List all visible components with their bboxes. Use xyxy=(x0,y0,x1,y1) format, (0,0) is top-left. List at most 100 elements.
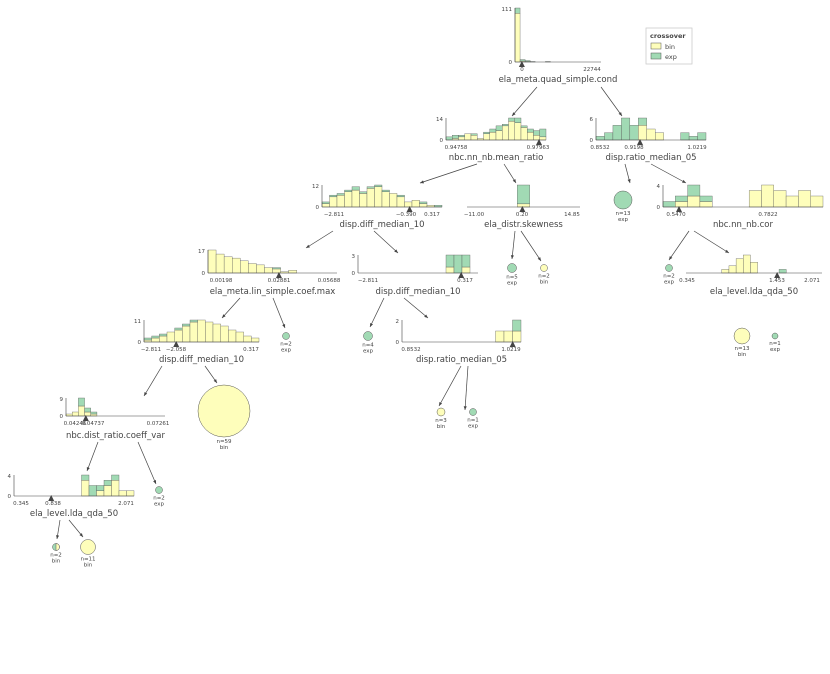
hist-bar-bin xyxy=(728,265,737,274)
leaf-count: n=2 xyxy=(50,553,62,559)
leaf-circle xyxy=(665,264,673,272)
tree-edge xyxy=(403,297,429,319)
hist-bar-exp xyxy=(595,136,605,141)
leaf-count: n=2 xyxy=(280,342,292,348)
hist-bar-bin xyxy=(389,193,398,208)
leaf-count: n=5 xyxy=(506,275,518,281)
hist-bar-bin xyxy=(223,256,233,274)
hist-bar-bin xyxy=(675,201,688,208)
y-tick-zero: 0 xyxy=(352,271,356,277)
hist-bar-bin xyxy=(721,269,730,274)
leaf-circle xyxy=(771,332,779,340)
leaf-count: n=4 xyxy=(362,343,374,349)
hist-bar-bin xyxy=(735,258,744,274)
hist-bar-bin xyxy=(687,195,701,208)
edge-arrowhead xyxy=(725,249,729,253)
x-tick-label: 0.97963 xyxy=(527,145,550,151)
hist-bar-bin xyxy=(207,249,217,274)
x-tick-label: 0.8532 xyxy=(590,145,609,151)
edge-arrowhead xyxy=(439,402,443,406)
leaf-circle xyxy=(540,264,548,272)
leaf-class: exp xyxy=(468,424,479,430)
hist-bar-bin xyxy=(750,262,758,274)
leaf-class: bin xyxy=(220,445,229,451)
hist-bar-bin xyxy=(288,270,297,274)
hist-bar-exp xyxy=(151,335,160,339)
hist-bar-exp xyxy=(778,269,787,274)
tree-edge xyxy=(511,86,538,117)
hist-bar-bin xyxy=(502,125,509,141)
hist-bar-bin xyxy=(235,331,244,343)
hist-bar-exp xyxy=(445,136,453,141)
split-marker xyxy=(774,272,781,278)
legend-label-bin: bin xyxy=(665,43,675,51)
hist-bar-exp xyxy=(470,133,478,136)
hist-bar-bin xyxy=(251,337,260,343)
x-tick-label: 1.0219 xyxy=(501,347,521,353)
x-tick-label: 22744 xyxy=(583,67,601,73)
y-tick-max: 6 xyxy=(590,117,594,123)
split-marker xyxy=(458,272,465,278)
hist-bar-exp xyxy=(329,194,338,198)
leaf-count: n=2 xyxy=(663,274,675,280)
x-tick-label: 2.071 xyxy=(804,278,820,284)
y-tick-zero: 0 xyxy=(8,494,12,500)
hist-bar-exp xyxy=(445,254,455,268)
hist-bar-bin xyxy=(512,330,522,343)
legend-swatch-exp xyxy=(650,52,662,60)
edge-arrowhead xyxy=(282,324,286,328)
x-tick-label: 2.071 xyxy=(118,501,134,507)
hist-bar-exp xyxy=(396,194,405,198)
tree-edge xyxy=(221,297,241,319)
hist-bar-exp xyxy=(419,201,428,204)
hist-bar-exp xyxy=(366,186,375,189)
leaf-class: bin xyxy=(540,280,549,286)
edge-arrowhead xyxy=(79,533,83,537)
hist-bar-bin xyxy=(205,321,214,343)
legend-label-exp: exp xyxy=(665,53,677,61)
hist-bar-bin xyxy=(72,411,79,417)
leaf-class: bin xyxy=(738,352,747,358)
x-tick-label: 0.345 xyxy=(679,278,695,284)
hist-bar-bin xyxy=(321,203,330,208)
hist-bar-exp xyxy=(514,7,521,14)
tree-edge xyxy=(520,230,542,262)
leaf-class: exp xyxy=(664,280,675,286)
x-tick-label: 0.317 xyxy=(243,347,259,353)
y-tick-zero: 0 xyxy=(396,340,400,346)
split-marker xyxy=(676,206,682,212)
leaf-circle xyxy=(282,332,290,340)
leaf-circle xyxy=(197,384,251,438)
tree-edges xyxy=(56,86,730,540)
hist-bar-exp xyxy=(697,132,707,141)
hist-bar-bin xyxy=(419,203,428,208)
split-marker xyxy=(48,495,55,501)
hist-bar-bin xyxy=(743,254,751,274)
x-tick-label: 1.453 xyxy=(769,278,785,284)
tree-edge xyxy=(143,365,163,397)
hist-bar-bin xyxy=(111,480,120,497)
leaf-circle xyxy=(80,539,96,555)
hist-bar-exp xyxy=(517,184,530,205)
hist-bar-exp xyxy=(336,193,345,196)
x-tick-label: 0.5470 xyxy=(666,212,686,218)
hist-bar-bin xyxy=(336,194,345,208)
y-tick-max: 14 xyxy=(436,117,443,123)
hist-bar-bin xyxy=(374,186,383,208)
tree-edge xyxy=(419,163,478,184)
feature-label: disp.ratio_median_05 xyxy=(605,153,696,163)
hist-bar-bin xyxy=(197,319,206,343)
leaf-class: bin xyxy=(52,559,61,565)
x-tick-label: 0.05688 xyxy=(318,278,341,284)
tree-edge xyxy=(464,365,469,411)
hist-bar-exp xyxy=(182,323,191,327)
